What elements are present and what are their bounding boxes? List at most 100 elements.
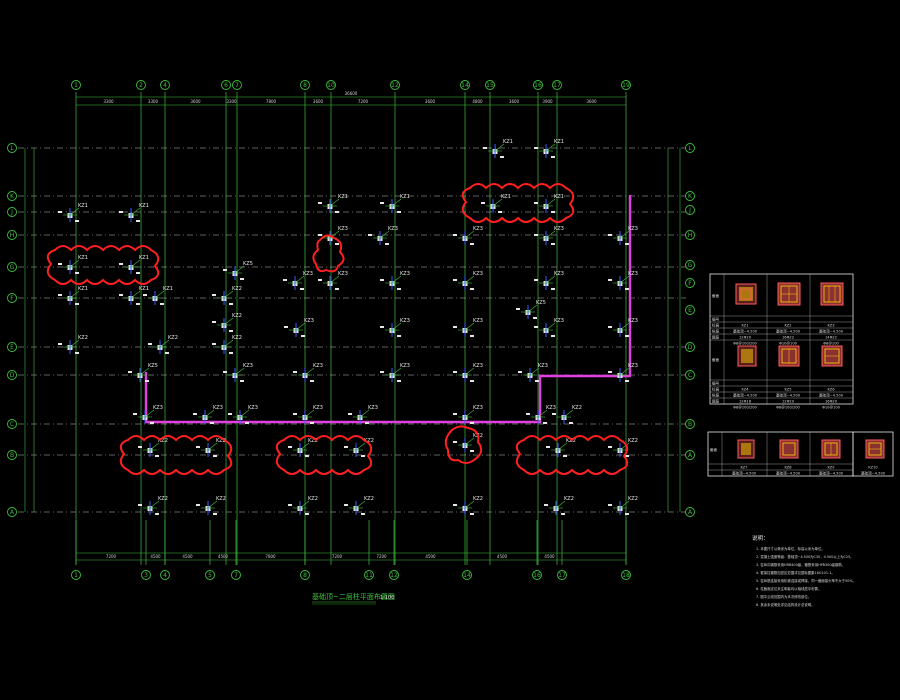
column-marker: KZ3 [348,405,378,424]
dim-tag [58,211,62,213]
dim-tag [500,156,504,158]
dim-tag [551,211,555,213]
dim-tag [534,234,538,236]
column-label: KZ3 [554,318,564,324]
dimension-text: 7800 [265,554,276,559]
dim-tag [136,303,140,305]
dim-tag [546,446,550,448]
dim-tag [470,450,474,452]
dimension-text: 3900 [542,99,553,104]
dim-tag [245,422,249,424]
dim-tag [284,326,288,328]
dim-tag [380,326,384,328]
dim-tag [136,220,140,222]
axis-label: C [10,421,14,428]
axis-bubble-right: C [685,370,695,380]
column-marker: KZ2 [196,496,226,515]
dim-tag [318,234,322,236]
column-marker: KZ3 [193,405,223,424]
dim-tag [470,513,474,515]
dim-tag [544,504,548,506]
axis-bubble-bottom: 17 [557,570,567,580]
column-label: KZ2 [473,496,483,502]
column-label: KZ3 [546,405,556,411]
column-marker: KZ2 [288,496,318,515]
dim-tag [453,234,457,236]
dim-tag [470,422,474,424]
dim-tag [288,446,292,448]
dimension-text: 4800 [472,99,483,104]
dim-tag [119,294,123,296]
axis-label: 17 [558,572,566,579]
column-label: KZ1 [554,139,564,145]
table-cell: 12Φ20 [782,400,795,404]
axis-label: K [688,193,693,200]
dim-tag [534,147,538,149]
dim-tag [58,263,62,265]
column-label: KZ2 [158,496,168,502]
axis-bubble-left: A [7,507,17,517]
column-label: KZ5 [148,363,158,369]
table-cell: 16Φ20 [825,400,838,404]
column-label: KZ1 [139,255,149,261]
dim-tag [533,317,537,319]
table-row-label: 标高 [712,323,720,328]
dim-tag [470,335,474,337]
dim-tag [397,380,401,382]
column-label: KZ1 [501,194,511,200]
axis-bubble-top: 2 [136,80,146,90]
dimension-text: 3600 [425,99,436,104]
dim-tag [143,294,147,296]
column-label: KZ2 [628,438,638,444]
axis-bubble-bottom: 3 [141,570,151,580]
dimension-text: 3300 [148,99,159,104]
dim-tag [561,513,565,515]
column-marker: KZ2 [58,335,88,354]
column-label: KZ5 [243,261,253,267]
table-cell: KZ5 [784,388,791,392]
column-label: KZ3 [368,405,378,411]
table-header: 截面 [710,447,718,452]
dim-tag [481,202,485,204]
note-line: 4. 框架柱箍筋加密区范围详见国标图集16G101-1。 [756,570,835,575]
column-label: KZ3 [400,363,410,369]
dim-tag [608,504,612,506]
axis-bubble-right: D [685,342,695,352]
column-marker: KZ3 [293,363,323,382]
table-cell: 基础顶~4.500 [819,393,844,398]
note-line: 3. 柱纵向钢筋采用HRB400级，箍筋采用HPB300级钢筋。 [756,562,845,567]
column-label: KZ1 [400,194,410,200]
column-marker: KZ3 [318,226,348,245]
column-label: KZ3 [473,363,483,369]
dim-tag [344,446,348,448]
axis-label: 2 [139,82,143,89]
column-marker: KZ3 [453,405,483,424]
dim-tag [293,371,297,373]
table-cell: 基础顶~4.500 [733,329,758,334]
dim-tag [453,326,457,328]
dim-tag [453,371,457,373]
table-cell: KZ10 [868,466,878,470]
column-marker: KZ2 [344,438,374,457]
dim-tag [563,455,567,457]
dimension-text: 3300 [103,99,114,104]
column-label: KZ2 [78,335,88,341]
column-label: KZ2 [232,286,242,292]
dim-tag [365,422,369,424]
axis-bubble-top: 19 [621,80,631,90]
axis-label: J [10,209,13,216]
dim-tag [335,243,339,245]
column-marker: KZ2 [608,496,638,515]
dim-tag [229,330,233,332]
axis-bubble-left: B [7,450,17,460]
column-label: KZ3 [338,226,348,232]
dim-tag [310,380,314,382]
dim-tag [608,279,612,281]
section-drawing-kz4 [737,345,757,367]
axis-label: K [10,193,15,200]
dim-tag [75,303,79,305]
axis-label: 19 [622,82,630,89]
column-label: KZ2 [158,438,168,444]
column-marker: KZ2 [196,438,226,457]
